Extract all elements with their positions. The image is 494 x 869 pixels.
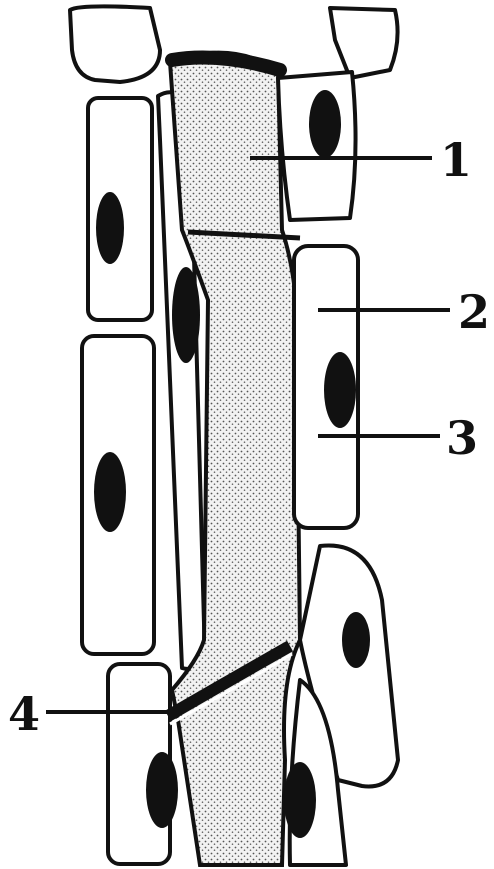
top-left-cell — [68, 4, 162, 84]
label-4: 4 — [8, 687, 40, 741]
right-cell-bottom-nucleus — [284, 762, 316, 838]
right-cell-upper-nucleus — [309, 90, 341, 158]
left-cell-lower-nucleus — [146, 752, 178, 828]
label-1: 1 — [440, 133, 472, 187]
label-3: 3 — [446, 411, 478, 465]
upper-sieve-plate — [165, 50, 287, 77]
right-cell-lower-nucleus — [342, 612, 370, 668]
left-cell-upper-nucleus — [96, 192, 124, 264]
companion-cell-nucleus — [172, 267, 200, 363]
middle-sieve-plate — [187, 229, 301, 241]
right-cell-middle-nucleus — [324, 352, 356, 428]
sieve-plate-4-inner — [169, 652, 293, 726]
sieve-plate-4 — [164, 640, 293, 722]
top-right-cell — [328, 6, 400, 80]
label-2: 2 — [458, 285, 490, 339]
left-cell-middle-nucleus — [94, 452, 126, 532]
